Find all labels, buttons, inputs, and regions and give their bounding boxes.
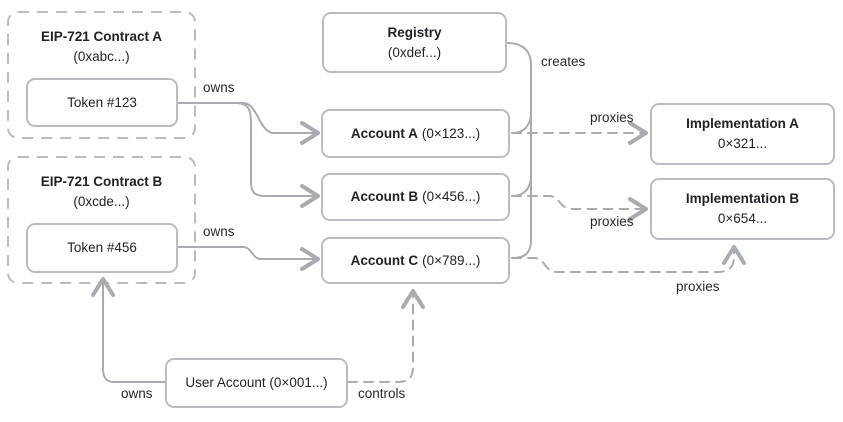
account-c-label: Account C(0×789...) — [351, 251, 481, 271]
contract-b-title: EIP-721 Contract B — [40, 174, 163, 189]
edge-creates-branch-b — [511, 178, 532, 197]
token-123-label: Token #123 — [67, 94, 137, 110]
edge-token123-accountb — [177, 102, 320, 208]
contract-a-title: EIP-721 Contract A — [40, 29, 163, 44]
edge-label-owns-user: owns — [121, 386, 153, 401]
account-a-address: (0×123...) — [421, 125, 481, 141]
registry-node: Registry (0xdef...) — [322, 12, 507, 73]
implementation-b-address: 0×654... — [717, 211, 768, 226]
registry-address: (0xdef...) — [387, 44, 442, 60]
contract-b-address: (0xcde...) — [73, 194, 130, 209]
account-b-title: Account B — [350, 189, 419, 204]
edge-label-controls: controls — [358, 386, 406, 401]
account-c-title: Account C — [350, 252, 419, 268]
account-b-label: Account B(0×456...) — [351, 187, 481, 207]
account-b-node: Account B(0×456...) — [321, 173, 510, 221]
edge-token123-accounta — [177, 102, 320, 145]
edge-label-proxies-c: proxies — [676, 279, 720, 294]
edge-accountc-proxies-implb — [511, 245, 746, 273]
implementation-a-node: Implementation A 0×321... — [650, 103, 835, 165]
implementation-b-title: Implementation B — [685, 191, 800, 206]
edge-registry-creates-trunk — [506, 42, 532, 259]
account-b-address: (0×456...) — [422, 189, 481, 204]
contract-b-group: EIP-721 Contract B (0xcde...) — [8, 157, 195, 283]
edge-user-controls-accountc — [347, 289, 425, 383]
edge-accountb-proxies-implb — [511, 195, 648, 221]
implementation-a-title: Implementation A — [686, 116, 799, 131]
account-c-address: (0×789...) — [422, 252, 481, 268]
edge-creates-branch-a — [511, 115, 532, 134]
user-account-node: User Account (0×001...) — [165, 358, 348, 408]
edge-user-owns-token456 — [91, 277, 166, 383]
registry-title: Registry — [387, 24, 442, 40]
implementation-b-node: Implementation B 0×654... — [650, 178, 835, 240]
edge-label-proxies-b: proxies — [590, 214, 634, 229]
edge-label-owns-token456: owns — [203, 224, 235, 239]
token-456-label: Token #456 — [67, 240, 137, 255]
edge-label-owns-token123: owns — [203, 80, 235, 95]
account-a-node: Account A(0×123...) — [321, 109, 510, 158]
edge-label-proxies-a: proxies — [590, 110, 634, 125]
contract-a-outline — [7, 11, 196, 139]
edge-token456-accountc — [177, 246, 320, 271]
contract-a-address: (0xabc...) — [73, 49, 130, 64]
implementation-a-address: 0×321... — [717, 136, 768, 151]
edge-label-creates: creates — [541, 54, 586, 69]
contract-a-group: EIP-721 Contract A (0xabc...) — [8, 12, 195, 138]
token-123-node: Token #123 — [26, 78, 178, 127]
account-a-title: Account A — [350, 125, 418, 141]
token-456-node: Token #456 — [26, 223, 178, 273]
account-c-node: Account C(0×789...) — [321, 237, 510, 284]
user-account-label: User Account (0×001...) — [185, 375, 328, 390]
account-a-label: Account A(0×123...) — [351, 124, 480, 144]
